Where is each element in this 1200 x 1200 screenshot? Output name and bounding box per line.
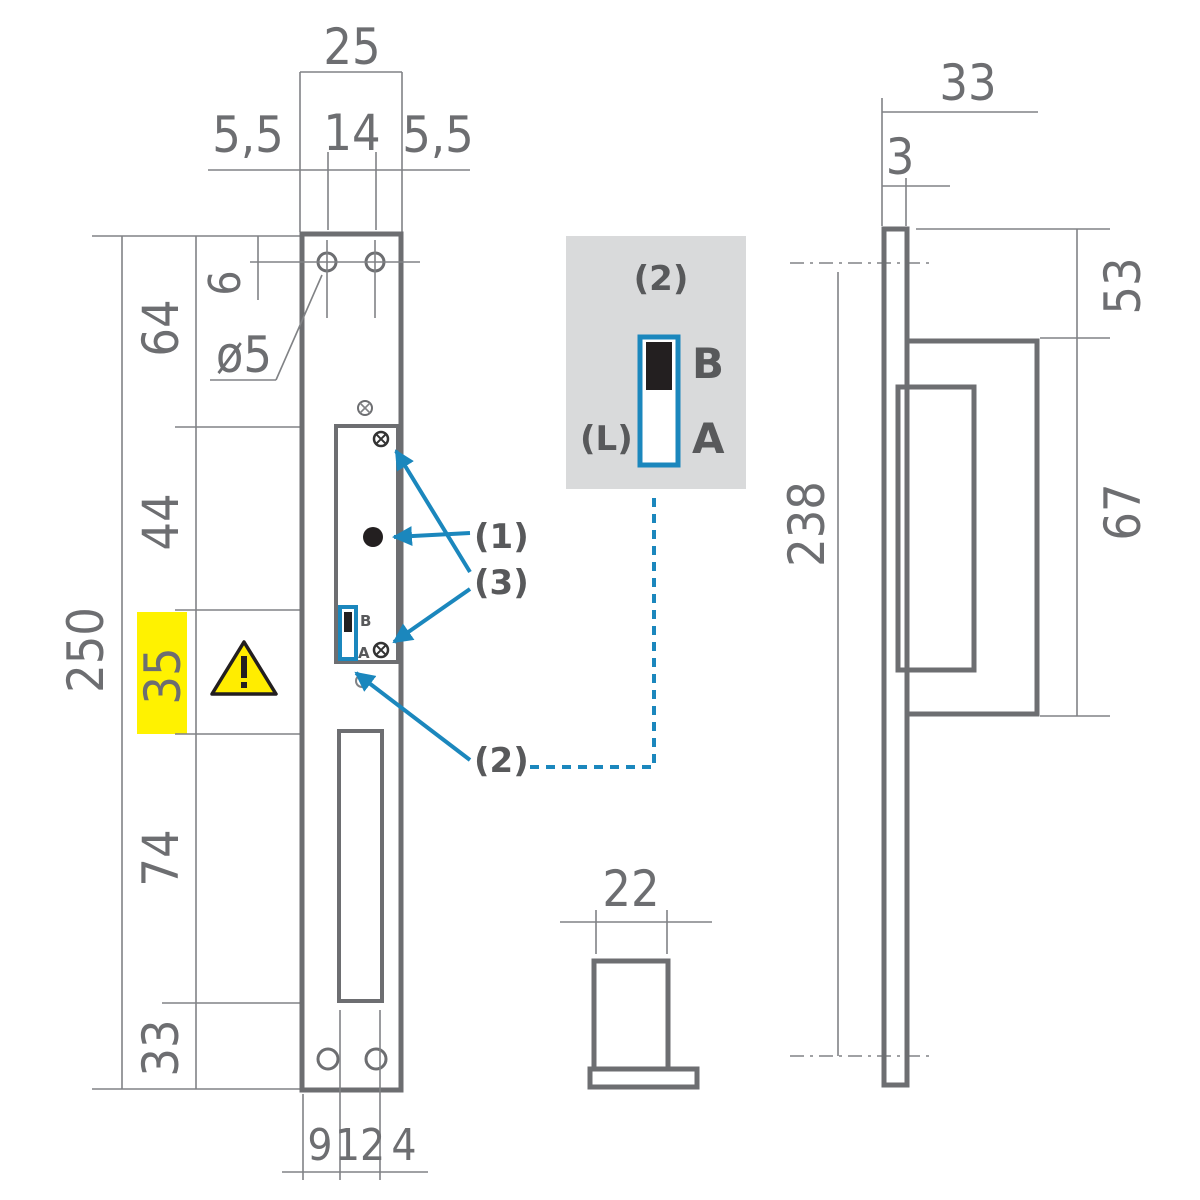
screw-icon	[372, 641, 390, 659]
front-view: B A 25 5,5 14 5,5 6 ø5 250 64 44 35 74 3…	[57, 18, 474, 1180]
dim-upper-segment: 44	[132, 493, 190, 550]
callout-2: (2)	[474, 741, 529, 781]
switch-position-a: A	[692, 414, 725, 463]
dim-overall-width: 25	[323, 18, 380, 76]
dim-bottom-segment: 33	[132, 1019, 190, 1076]
mini-switch: B A	[338, 605, 371, 662]
dim-hole-diameter: ø5	[216, 326, 272, 384]
callout-arrows	[354, 449, 656, 769]
switch-detail-panel: (2) B A (L)	[566, 236, 746, 489]
adjustment-dot	[363, 527, 383, 547]
dim-lower-segment: 74	[132, 829, 190, 886]
callout-3: (3)	[474, 563, 529, 603]
dim-plate-thickness: 3	[886, 128, 915, 186]
dim-hole-offset: 6	[200, 270, 251, 295]
dim-right-margin: 5,5	[402, 106, 474, 164]
switch-detail-title: (2)	[634, 259, 689, 299]
dim-bottom-left: 9	[307, 1120, 332, 1171]
callout-1: (1)	[474, 517, 529, 557]
dim-overall-height: 250	[57, 607, 115, 693]
mini-switch-a-label: A	[358, 644, 370, 662]
switch-side-note: (L)	[580, 419, 633, 459]
dim-keeper-width: 22	[602, 860, 659, 918]
dim-bottom-middle: 12	[335, 1120, 385, 1171]
dim-top-offset: 53	[1094, 257, 1152, 314]
screw-icon	[357, 400, 373, 416]
switch-position-b: B	[692, 339, 724, 388]
dim-top-segment: 64	[132, 299, 190, 356]
dim-box-height: 67	[1094, 483, 1152, 540]
side-view: 33 3 53 67 238	[778, 54, 1152, 1088]
mini-switch-b-label: B	[360, 612, 371, 630]
keeper-view: 22	[560, 860, 712, 1090]
dim-center-width: 14	[323, 104, 380, 162]
dim-highlighted-segment: 35	[134, 647, 192, 704]
dim-bottom-right: 4	[391, 1120, 416, 1171]
warning-triangle-icon	[210, 640, 278, 696]
highlight-box	[137, 612, 187, 734]
dim-length: 238	[778, 481, 836, 567]
dim-overall-depth: 33	[939, 54, 996, 112]
dim-left-margin: 5,5	[212, 106, 284, 164]
screw-icon	[372, 430, 390, 448]
